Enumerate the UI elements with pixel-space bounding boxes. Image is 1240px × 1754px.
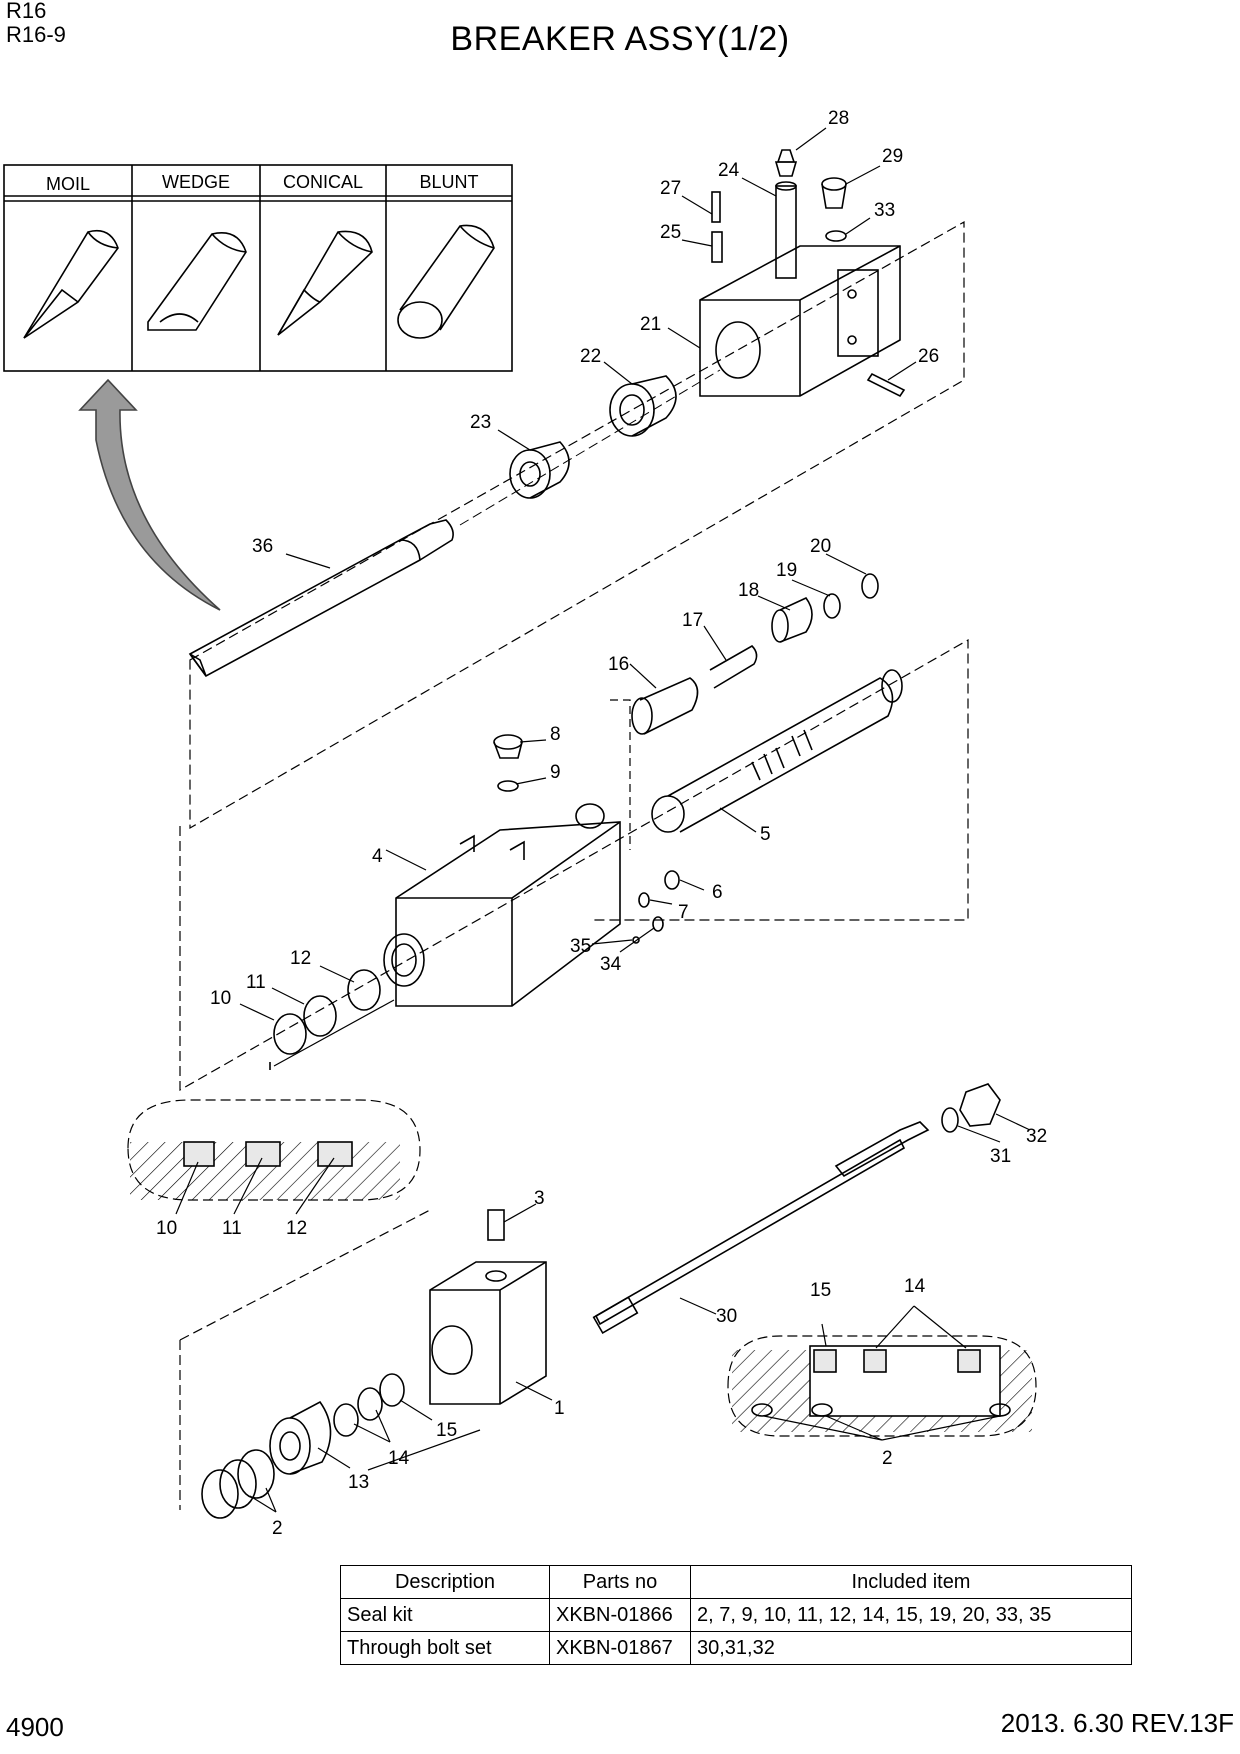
cell-included-item: 2, 7, 9, 10, 11, 12, 14, 15, 19, 20, 33,…: [690, 1598, 1132, 1632]
part-label: 4: [372, 846, 383, 867]
col-included-item: Included item: [690, 1565, 1132, 1599]
part-label: 29: [882, 146, 903, 167]
part-label: 8: [550, 724, 561, 745]
part-label: 36: [252, 536, 273, 557]
part-label: 13: [348, 1472, 369, 1493]
part-label: 10: [210, 988, 231, 1009]
col-parts-no: Parts no: [549, 1565, 691, 1599]
cylinder-assembly: [179, 573, 969, 1092]
cell-parts-no: XKBN-01866: [549, 1598, 691, 1632]
part-label: 28: [828, 108, 849, 129]
part-label: 7: [678, 902, 689, 923]
wedge-tip-shape: [147, 232, 247, 331]
part-label: 31: [990, 1146, 1011, 1167]
part-label: 16: [608, 654, 629, 675]
tip-conical-label: CONICAL: [283, 172, 363, 192]
col-description: Description: [340, 1565, 550, 1599]
part-label: 34: [600, 954, 622, 975]
cell-parts-no: XKBN-01867: [549, 1631, 691, 1665]
tip-moil-label: MOIL: [46, 174, 90, 194]
part-label: 11: [222, 1218, 242, 1239]
submodel-code: R16-9: [6, 22, 66, 47]
part-label: 11: [246, 972, 266, 993]
table-row: Through bolt set XKBN-01867 30,31,32: [340, 1631, 1132, 1665]
part-number-labels: 28 29 27 24 33 25 21 26 22 23 36 20 19 1…: [156, 108, 1047, 1539]
cell-description: Through bolt set: [340, 1631, 550, 1665]
cell-description: Seal kit: [340, 1598, 550, 1632]
kit-table-header: Description Parts no Included item: [340, 1565, 1132, 1599]
part-label: 25: [660, 222, 681, 243]
part-label: 22: [580, 346, 601, 367]
revision-date: 2013. 6.30 REV.13F: [1000, 1708, 1234, 1738]
part-label: 21: [640, 314, 661, 335]
part-label: 15: [810, 1280, 831, 1301]
part-label: 30: [716, 1306, 737, 1327]
part-label: 9: [550, 762, 561, 783]
blunt-tip-shape: [397, 224, 495, 339]
cell-included-item: 30,31,32: [690, 1631, 1132, 1665]
tip-reference-arrow: [78, 378, 221, 611]
part-label: 23: [470, 412, 491, 433]
part-label: 1: [554, 1398, 565, 1419]
table-row: Seal kit XKBN-01866 2, 7, 9, 10, 11, 12,…: [340, 1598, 1132, 1632]
moil-tip-shape: [23, 229, 119, 339]
front-head-assembly: [188, 149, 965, 830]
part-label: 32: [1026, 1126, 1047, 1147]
part-label: 6: [712, 882, 723, 903]
part-label: 20: [810, 536, 831, 557]
kit-table: Description Parts no Included item Seal …: [340, 1565, 1132, 1665]
model-code: R16: [6, 0, 47, 23]
tip-blunt-label: BLUNT: [419, 172, 478, 192]
part-label: 12: [290, 948, 311, 969]
tip-type-chart: MOIL WEDGE CONICAL BLUNT: [3, 164, 513, 372]
part-label: 19: [776, 560, 797, 581]
part-label: 2: [272, 1518, 283, 1539]
part-label: 26: [918, 346, 939, 367]
conical-tip-shape: [277, 230, 373, 336]
part-label: 27: [660, 178, 681, 199]
part-label: 10: [156, 1218, 177, 1239]
leader-lines: [175, 127, 1031, 1513]
part-label: 35: [570, 936, 591, 957]
part-label: 5: [760, 824, 771, 845]
page-number: 4900: [6, 1712, 64, 1742]
seal-detail-cylinder: [127, 1099, 421, 1201]
part-label: 18: [738, 580, 759, 601]
part-label: 15: [436, 1420, 457, 1441]
part-label: 24: [718, 160, 740, 181]
part-label: 14: [904, 1276, 926, 1297]
part-label: 14: [388, 1448, 410, 1469]
back-head-assembly: [179, 1083, 1001, 1519]
part-label: 17: [682, 610, 703, 631]
part-label: 2: [882, 1448, 893, 1469]
part-label: 3: [534, 1188, 545, 1209]
tip-wedge-label: WEDGE: [162, 172, 230, 192]
page-title: BREAKER ASSY(1/2): [450, 20, 790, 58]
seal-detail-back-head: [727, 1335, 1037, 1437]
part-label: 33: [874, 200, 895, 221]
part-label: 12: [286, 1218, 307, 1239]
